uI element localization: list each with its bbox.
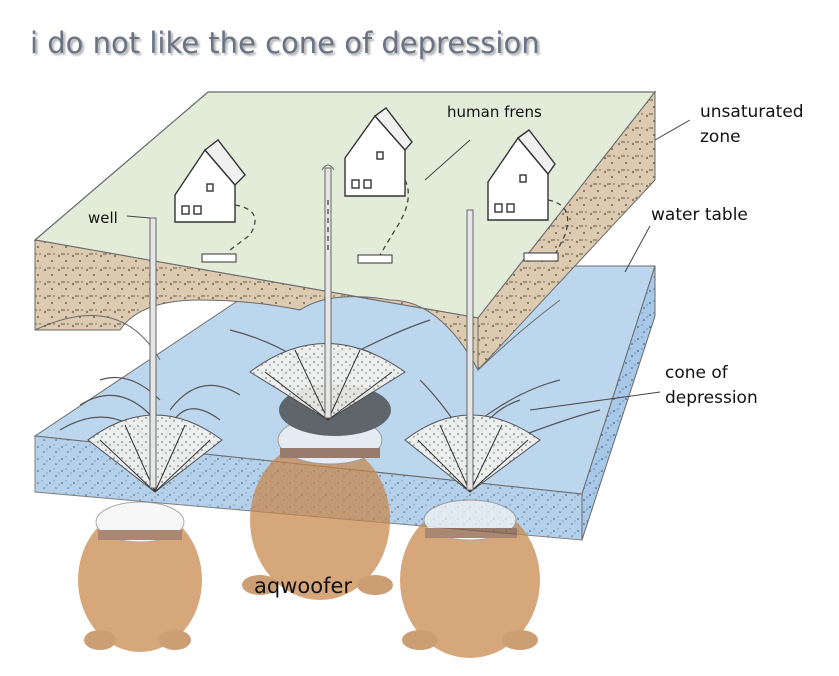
dog-figure [400, 499, 540, 658]
house-icon [344, 107, 413, 197]
caption-aqwoofer: aqwoofer [254, 574, 353, 598]
label-zone: zone [700, 127, 741, 147]
house-icon [487, 129, 556, 221]
label-well: well [88, 209, 118, 227]
septic-tank-icon [229, 179, 569, 256]
label-unsaturated: unsaturated [700, 102, 804, 122]
dog-figure [78, 501, 202, 652]
meme-title: i do not like the cone of depression [30, 26, 540, 60]
label-cone-of: cone of [665, 363, 728, 383]
label-leader-lines [126, 119, 691, 411]
house-icon [174, 139, 246, 223]
well-pipe-icon [149, 164, 474, 491]
label-depression: depression [665, 388, 758, 408]
label-water-table: water table [651, 205, 748, 225]
unsaturated-block [33, 90, 657, 372]
label-human-frens: human frens [447, 103, 542, 121]
septic-tank-icon [201, 252, 559, 264]
